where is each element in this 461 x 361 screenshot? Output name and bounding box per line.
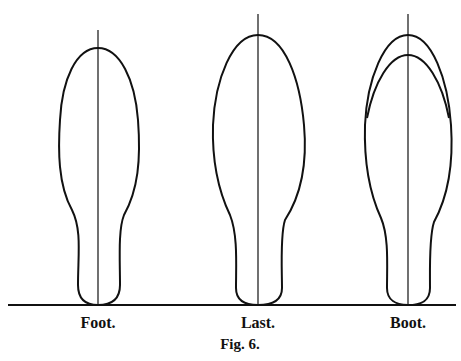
boot-axis bbox=[407, 14, 408, 305]
figure-label: Last. bbox=[239, 314, 277, 332]
figure-label: Boot. bbox=[388, 314, 428, 332]
last-outline bbox=[213, 35, 305, 305]
base-line bbox=[8, 304, 456, 306]
foot-outline bbox=[59, 48, 139, 305]
last-axis bbox=[257, 14, 258, 305]
foot-axis bbox=[97, 30, 98, 305]
figure-label: Foot. bbox=[78, 314, 117, 332]
figure-caption: Fig. 6. bbox=[218, 336, 262, 353]
